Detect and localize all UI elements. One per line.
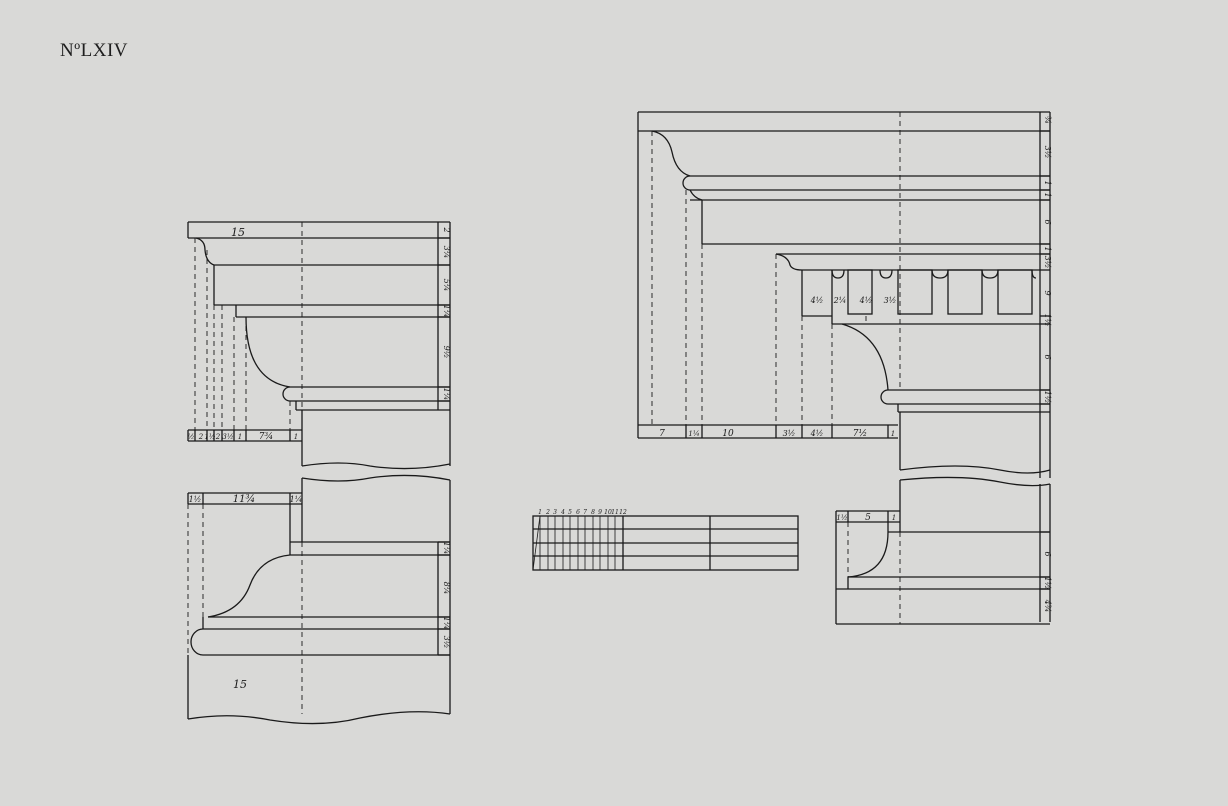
right-scale-5: 1 [1043,246,1052,251]
right-base-top-0: 1½ [836,514,847,522]
right-base-top-1: 5 [865,513,871,523]
upper-left-bottom-7: 1 [294,433,298,441]
right-base-scale-2: 4¾ [1043,599,1052,613]
right-entablature [637,111,1051,478]
right-scale-4: 6 [1043,219,1052,224]
right-scale-6: 3½ [1043,256,1052,269]
right-scale-7: 9 [1043,290,1052,295]
right-base-profile [835,476,1051,625]
right-base-top-2: 1 [892,514,896,522]
lower-left-scale-1: 8¼ [442,582,451,595]
upper-left-top-label: 15 [231,226,245,239]
lower-left-profile [187,474,451,725]
right-bottom-1: 1¼ [688,430,699,438]
right-scale-10: 1½ [1043,391,1052,404]
scale-number-9: 9 [598,509,602,516]
upper-left-scale-5: 1¼ [442,388,451,401]
right-scale-3: 1 [1043,192,1052,197]
upper-left-scale-1: 3¼ [442,246,451,259]
lower-left-scale-2: 1¼ [442,617,451,630]
upper-left-scale-2: 5¼ [442,279,451,292]
upper-left-scale-0: 2 [442,226,451,232]
dentil-label-2: 4½ [859,296,873,305]
lower-left-top-0: 1½ [189,495,202,504]
plate-number: NºLXIV [60,40,128,61]
right-scale-9: 6 [1043,354,1052,359]
upper-left-scale-4: 9½ [442,346,451,359]
right-scale-0: ¾ [1043,116,1052,124]
right-bottom-2: 10 [722,429,734,439]
scale-number-1: 1 [538,509,542,516]
dentil-label-3: 3½ [884,296,897,305]
scale-number-8: 8 [591,509,595,516]
upper-left-guides [194,222,303,430]
right-base-scale-1: 1½ [1043,577,1052,590]
scale-number-5: 5 [568,509,572,516]
scale-number-7: 7 [583,509,587,516]
right-bottom-5: 7½ [853,428,867,439]
scale-bar [532,515,799,571]
scale-number-11: 11 [611,509,619,516]
scale-number-4: 4 [560,509,565,516]
lower-left-top-1: 11¾ [233,494,255,505]
right-scale-1: 3½ [1043,146,1052,159]
right-bottom-6: 1 [891,430,895,438]
lower-left-bottom-label: 15 [233,678,247,691]
lower-left-scale-0: 1¼ [442,542,451,555]
scale-number-2: 2 [545,509,550,516]
right-bottom-4: 4½ [810,429,824,438]
lower-left-guides [187,504,303,714]
dentil-label-1: 2¼ [833,296,847,305]
right-bottom-0: 7 [659,429,665,439]
upper-left-bottom-3: 2 [215,433,221,441]
upper-left-bottom-5: 1 [238,433,242,441]
scale-number-12: 12 [619,509,627,516]
right-base-scale-0: 6 [1043,551,1052,556]
upper-left-bottom-1: 2 [198,433,204,441]
lower-left-top-2: 1¼ [290,495,303,504]
upper-left-profile [187,221,451,470]
right-bottom-3: 3½ [783,429,796,438]
right-base-guides [847,522,901,624]
upper-left-bottom-0: ½ [188,433,195,441]
dentil-label-0: 4½ [810,296,824,305]
right-entablature-guides [651,112,901,425]
right-scale-2: 1 [1043,180,1052,185]
upper-left-scale-3: 1¼ [442,305,451,318]
lower-left-scale-3: 3½ [442,636,451,649]
upper-left-bottom-4: 3½ [222,433,233,441]
upper-left-bottom-6: 7¾ [259,431,273,442]
scale-number-10: 10 [604,509,612,516]
right-scale-8: 1½ [1043,314,1052,327]
scale-number-6: 6 [576,509,580,516]
upper-left-bottom-2: 1½ [204,433,215,441]
scale-number-3: 3 [553,509,557,516]
